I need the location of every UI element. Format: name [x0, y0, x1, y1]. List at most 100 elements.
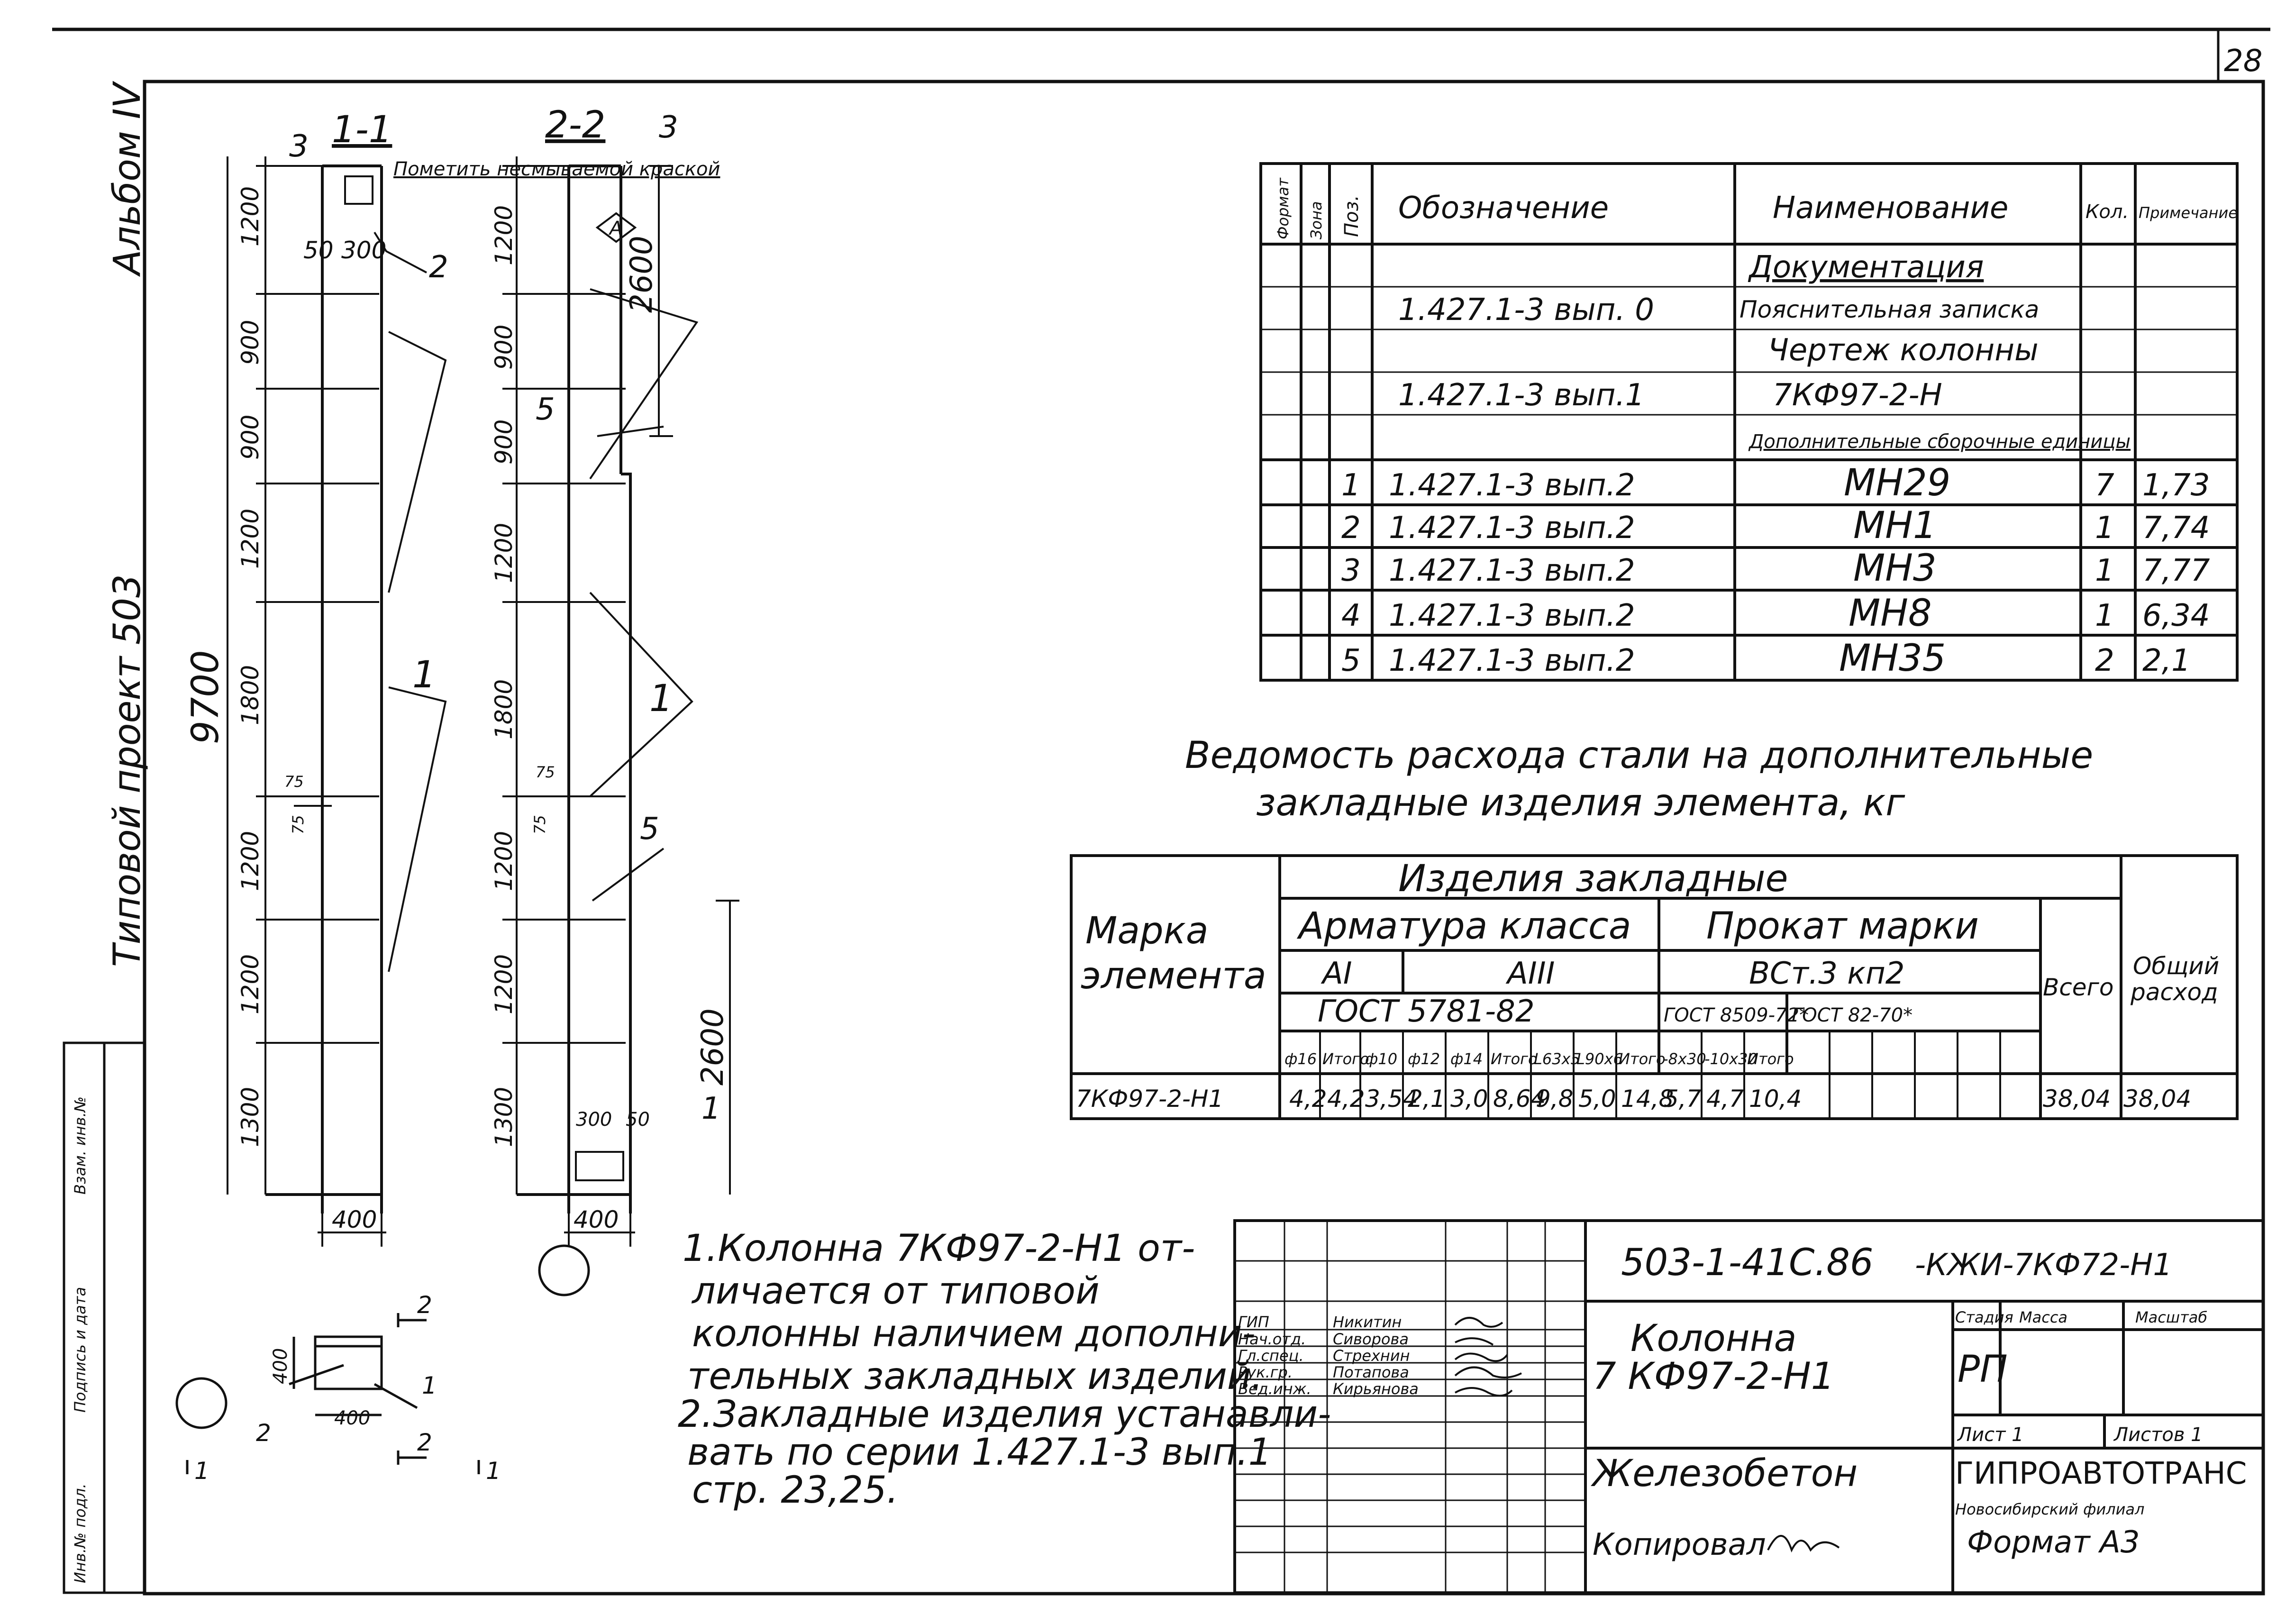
spec-row-4-name: 7КФ97-2-Н [1773, 378, 1942, 413]
spec-row-9-designation: 1.427.1-3 вып.2 [1389, 598, 1635, 633]
spec-table: Формат Зона Поз. Обозначение Наименовани… [1259, 162, 2239, 682]
spec-row-7-qty: 1 [2095, 511, 2114, 546]
section-2-dim-lines [502, 156, 739, 1247]
steel-sub-8: L90х6 [1576, 1050, 1623, 1068]
spec-row-10-note: 2,1 [2142, 643, 2191, 678]
plan-callout-1: 1 [422, 1372, 437, 1399]
section-2-title: 2-2 [545, 104, 605, 146]
section-1-1: 1-1 3 2 1 Пометить несмываемой краской [184, 109, 720, 1247]
plan-section-mark-2a: 2 [417, 1291, 432, 1319]
section-1-dim-75a: 75 [284, 773, 304, 791]
spec-row-10-pos: 5 [1341, 643, 1361, 678]
tb-role-2: Нач.отд. [1238, 1330, 1306, 1348]
plan-view: 400 400 2 1 2 2 1 1 [175, 1291, 501, 1485]
spec-row-9-note: 6,34 [2142, 598, 2210, 633]
plan-dim-400-h: 400 [334, 1407, 370, 1429]
spec-row-6-pos: 1 [1341, 468, 1361, 503]
section-1-dim-total: 9700 [184, 650, 227, 744]
section-2-callout-5a: 5 [536, 392, 555, 427]
steel-h-rebar: Арматура класса [1296, 905, 1631, 948]
tb-role-1: ГИП [1238, 1313, 1269, 1331]
tb-sheet: Лист 1 [1957, 1424, 2024, 1446]
tb-role-4: Рук.гр. [1238, 1363, 1293, 1381]
plan-axis-circle [175, 1377, 228, 1429]
spec-h-qty: Кол. [2086, 201, 2129, 223]
tb-copied-signature [1767, 1535, 1840, 1553]
spec-row-8-note: 7,77 [2142, 553, 2210, 588]
section-2-dim-v-2: 900 [490, 325, 518, 370]
section-1-callout-2: 2 [429, 250, 448, 285]
spec-row-8-pos: 3 [1341, 553, 1361, 588]
tb-h-stage: Стадия [1955, 1308, 2013, 1326]
tb-role-3: Гл.спец. [1238, 1347, 1304, 1365]
spec-row-7-pos: 2 [1341, 511, 1361, 546]
tb-name-5: Кирьянова [1333, 1380, 1419, 1398]
tb-format: Формат А3 [1967, 1525, 2140, 1560]
section-1-width: 400 [332, 1206, 377, 1233]
section-2-marker: А [608, 218, 622, 239]
steel-h-gost-82: ГОСТ 82-70* [1792, 1004, 1912, 1026]
tb-material: Железобетон [1591, 1452, 1858, 1495]
tb-org: ГИПРОАВТОТРАНС [1955, 1456, 2247, 1491]
album-label: Альбом IV [106, 81, 149, 277]
steel-h-ai: AI [1321, 956, 1352, 991]
steel-h-mark-1: Марка [1085, 910, 1209, 952]
spec-row-3-name: Чертеж колонны [1768, 333, 2039, 368]
steel-sub-6: Итого [1491, 1050, 1538, 1068]
stamp-col-replace: Взам. инв.№ [71, 1096, 89, 1195]
stamp-columns [63, 1041, 146, 1594]
section-2-dim-right-1: 2600 [624, 236, 659, 313]
spec-row-9-qty: 1 [2095, 598, 2114, 633]
section-2-dim-75b: 75 [531, 815, 549, 834]
spec-row-6-qty: 7 [2095, 468, 2114, 503]
section-1-dim-v-5: 1800 [237, 665, 264, 725]
steel-sub-12: Итого [1747, 1050, 1794, 1068]
tb-object-1: Колонна [1630, 1317, 1796, 1360]
steel-sub-9: Итого [1619, 1050, 1666, 1068]
tb-h-scale: Масштаб [2135, 1308, 2207, 1326]
steel-sub-7: L63х5 [1534, 1050, 1580, 1068]
steel-cell-11: 4,7 [1706, 1085, 1744, 1113]
steel-cell-13: 38,04 [2043, 1085, 2111, 1113]
section-1-dim-75b: 75 [289, 815, 307, 834]
section-1-title: 1-1 [332, 109, 392, 151]
steel-h-rolled: Прокат марки [1706, 905, 1979, 948]
spec-row-7-designation: 1.427.1-3 вып.2 [1389, 511, 1635, 546]
section-1-callout-1: 1 [412, 654, 436, 696]
steel-h-total: Всего [2043, 974, 2113, 1001]
stamp-col-sign: Подпись и дата [71, 1287, 89, 1413]
spec-row-10-qty: 2 [2095, 643, 2114, 678]
spec-row-6-note: 1,73 [2142, 468, 2210, 503]
steel-cell-6: 8,64 [1493, 1085, 1546, 1113]
steel-sub-11: -10х30 [1704, 1050, 1758, 1068]
spec-row-10-name: МН35 [1839, 637, 1946, 680]
axis-marker-circle [538, 1244, 590, 1296]
title-block: ГИП Нач.отд. Гл.спец. Рук.гр. Вед.инж. Н… [1233, 1219, 2265, 1594]
spec-row-9-pos: 4 [1341, 598, 1361, 633]
section-2-dim-v-5: 1800 [490, 679, 518, 739]
plan-section-mark-1b: 1 [486, 1457, 501, 1485]
column-body-1 [265, 164, 447, 1213]
spec-row-10-designation: 1.427.1-3 вып.2 [1389, 643, 1635, 678]
section-2-dim-50: 50 [626, 1109, 650, 1131]
sheet-frame [52, 27, 2270, 1596]
steel-title-line-2: закладные изделия элемента, кг [1256, 782, 1905, 824]
spec-row-9-name: МН8 [1849, 592, 1932, 635]
steel-h-vst: ВСт.3 кп2 [1749, 956, 1905, 991]
steel-h-gost-8509: ГОСТ 8509-72* [1664, 1004, 1809, 1026]
section-2-dim-v-8: 1300 [490, 1087, 518, 1147]
spec-row-2-name: Пояснительная записка [1739, 296, 2039, 323]
section-1-dim-v-3: 900 [237, 415, 264, 460]
section-1-dim-v-8: 1300 [237, 1087, 264, 1147]
section-1-dim-v-7: 1200 [237, 954, 264, 1014]
section-2-callout-5b: 5 [640, 812, 659, 847]
spec-row-1-name: Документация [1748, 250, 1984, 285]
steel-cell-8: 5,0 [1578, 1085, 1616, 1113]
note-line-4: тельных закладных изделий. [687, 1355, 1263, 1398]
plan-callout-2: 2 [256, 1419, 271, 1447]
tb-copied: Копировал [1593, 1527, 1766, 1562]
section-2-callout-3: 3 [659, 110, 678, 145]
steel-sub-3: ф10 [1365, 1050, 1397, 1068]
notes: 1.Колонна 7КФ97-2-Н1 от- личается от тип… [678, 1227, 1331, 1512]
tb-branch: Новосибирский филиал [1955, 1500, 2144, 1518]
